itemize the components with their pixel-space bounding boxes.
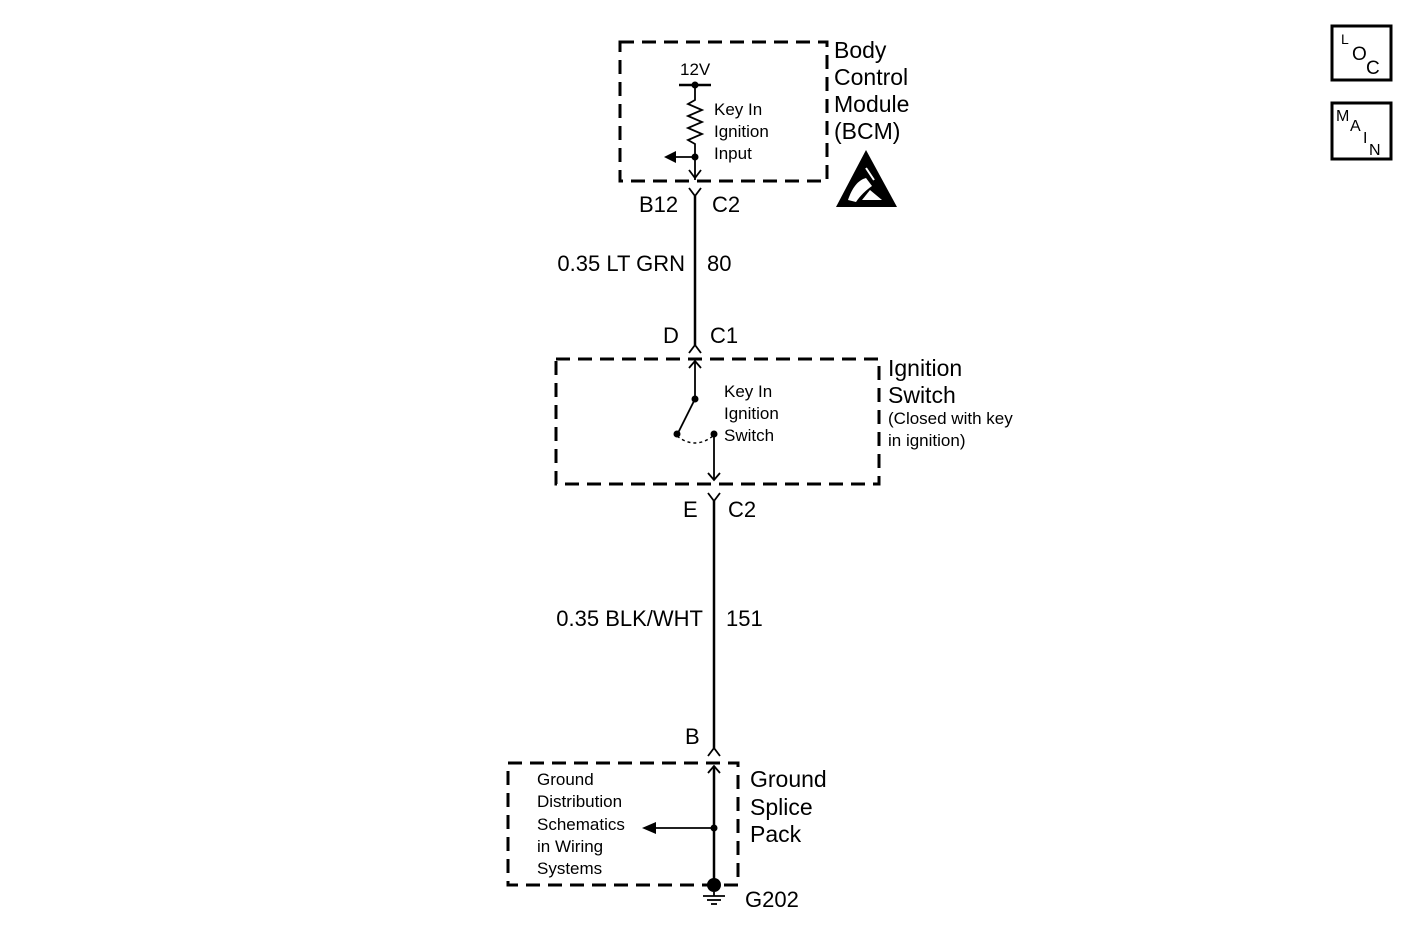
bcm-label-line-1: Body <box>834 37 887 63</box>
connector-female-icon <box>688 343 702 354</box>
switch-label-line-1: Key In <box>724 382 772 401</box>
main-letter-i: I <box>1363 130 1367 147</box>
loc-letter-l: L <box>1341 31 1349 47</box>
switch-blade <box>677 398 696 434</box>
ignition-label-line-2: Switch <box>888 382 956 408</box>
loc-letter-c: C <box>1366 58 1380 79</box>
ground-splice-label-line-2: Splice <box>750 794 813 820</box>
bcm-input-line-1: Key In <box>714 100 762 119</box>
ground-splice-label-line-1: Ground <box>750 766 827 792</box>
bcm-pin: B12 <box>639 192 678 217</box>
switch-blade-tip <box>673 430 681 438</box>
ground-splice-label-line-3: Pack <box>750 821 802 847</box>
ignition-top-connector: C1 <box>710 323 738 348</box>
ground-ref-line-4: in Wiring <box>537 837 603 856</box>
switch-label-line-2: Ignition <box>724 404 779 423</box>
ignition-switch-boundary <box>554 357 881 486</box>
bcm-connector-id: C2 <box>712 192 740 217</box>
ignition-bottom-connector: C2 <box>728 497 756 522</box>
ground-ref-line-1: Ground <box>537 770 594 789</box>
main-letter-a: A <box>1350 118 1361 135</box>
connector-male-icon <box>688 187 702 198</box>
main-button[interactable]: M A I N <box>1330 101 1393 161</box>
ignition-note-line-2: in ignition) <box>888 431 966 450</box>
bcm-connector: B12 C2 <box>639 187 740 217</box>
esd-warning-icon <box>836 150 897 207</box>
bcm-input-line-3: Input <box>714 144 752 163</box>
ground-ref-line-2: Distribution <box>537 792 622 811</box>
switch-bottom-arrow-icon <box>707 472 721 482</box>
bcm-label-line-2: Control <box>834 64 908 90</box>
ignition-note-line-1: (Closed with key <box>888 409 1013 428</box>
loc-letter-o: O <box>1352 44 1367 65</box>
bcm-voltage: 12V <box>680 60 711 79</box>
wire-upper-circuit: 80 <box>707 251 731 276</box>
input-arrow-icon <box>664 151 676 163</box>
connector-female-icon-ground <box>707 746 721 757</box>
bcm-module: Body Control Module (BCM) 12V Key In Ign… <box>618 37 909 207</box>
switch-label-line-3: Switch <box>724 426 774 445</box>
ground-ref-line-3: Schematics <box>537 815 625 834</box>
connector-male-icon-lower <box>707 492 721 503</box>
pullup-resistor <box>685 85 705 180</box>
bcm-input-line-2: Ignition <box>714 122 769 141</box>
ground-ref-line-5: Systems <box>537 859 602 878</box>
main-letter-n: N <box>1369 142 1381 159</box>
wire-upper-gauge-color: 0.35 LT GRN <box>557 251 685 276</box>
ground-splice-pack: B Ground Splice Pack Ground Distribution… <box>506 724 827 912</box>
ground-splice-boundary <box>506 761 740 887</box>
bcm-label-line-3: Module <box>834 91 909 117</box>
bcm-pin-arrow-icon <box>688 169 702 180</box>
bcm-label-line-4: (BCM) <box>834 118 900 144</box>
ground-splice-pin: B <box>685 724 700 749</box>
ground-id: G202 <box>745 887 799 912</box>
ignition-top-pin: D <box>663 323 679 348</box>
ground-symbol-icon <box>703 878 725 905</box>
ignition-bottom-pin: E <box>683 497 698 522</box>
wire-lower-circuit: 151 <box>726 606 763 631</box>
wire-lower-gauge-color: 0.35 BLK/WHT <box>556 606 703 631</box>
ignition-label-line-1: Ignition <box>888 355 962 381</box>
bcm-boundary <box>618 40 829 183</box>
switch-mechanical-link <box>676 435 714 444</box>
ignition-switch: D C1 Ignition Switch (Closed with key in… <box>554 323 1013 522</box>
splice-reference-arrow-icon <box>642 822 656 834</box>
loc-button[interactable]: L O C <box>1330 24 1393 82</box>
main-letter-m: M <box>1336 108 1349 125</box>
